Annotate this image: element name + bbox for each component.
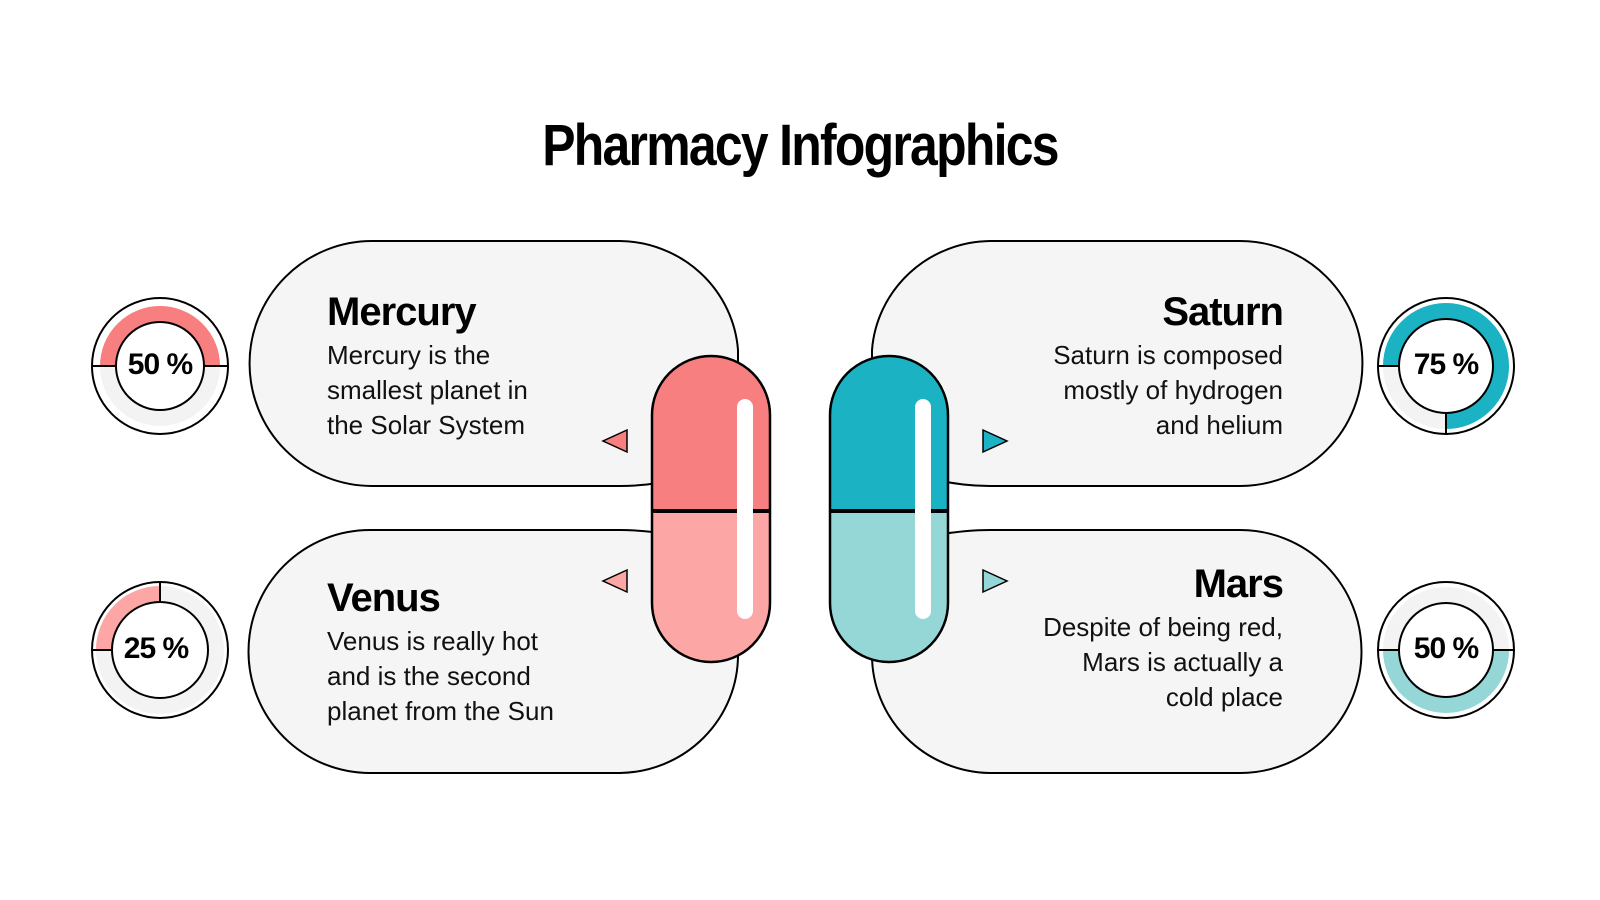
percent-saturn: 75 % bbox=[1413, 348, 1479, 381]
donut-venus bbox=[91, 581, 229, 719]
donut-mercury bbox=[91, 297, 229, 435]
item-description: Venus is really hot and is the second pl… bbox=[327, 626, 554, 726]
item-name: Venus bbox=[327, 576, 441, 620]
card-mercury bbox=[248, 240, 739, 487]
item-description: Saturn is composed mostly of hydrogen an… bbox=[1053, 340, 1283, 440]
donut-mars bbox=[1377, 581, 1515, 719]
pointer-right-icon bbox=[982, 568, 1009, 594]
percent-mars: 50 % bbox=[1413, 632, 1479, 665]
donut-saturn bbox=[1377, 297, 1515, 435]
card-venus-text: Venus Venus is really hot and is the sec… bbox=[327, 576, 627, 729]
page-title: Pharmacy Infographics bbox=[542, 113, 1059, 178]
item-description: Despite of being red, Mars is actually a… bbox=[1043, 612, 1283, 712]
card-mercury-text: Mercury Mercury is the smallest planet i… bbox=[327, 290, 627, 443]
item-name: Mercury bbox=[327, 290, 477, 334]
item-description: Mercury is the smallest planet in the So… bbox=[327, 340, 528, 440]
pill-capsule-coral-icon bbox=[650, 354, 772, 664]
pointer-right-icon bbox=[982, 428, 1009, 454]
percent-mercury: 50 % bbox=[127, 348, 193, 381]
pointer-left-icon bbox=[601, 428, 628, 454]
item-name: Mars bbox=[1193, 562, 1284, 606]
card-saturn-text: Saturn Saturn is composed mostly of hydr… bbox=[983, 290, 1284, 443]
pill-capsule-teal-icon bbox=[828, 354, 950, 664]
percent-venus: 25 % bbox=[123, 632, 189, 665]
card-mars-text: Mars Despite of being red, Mars is actua… bbox=[983, 562, 1284, 715]
pointer-left-icon bbox=[601, 568, 628, 594]
item-name: Saturn bbox=[1162, 290, 1284, 334]
card-saturn bbox=[871, 240, 1364, 487]
